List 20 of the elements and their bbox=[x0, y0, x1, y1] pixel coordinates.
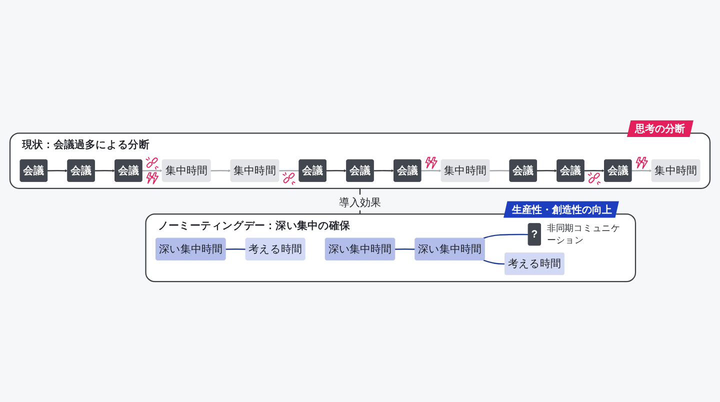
arrow bbox=[326, 169, 347, 172]
arrow bbox=[47, 169, 68, 172]
connector bbox=[394, 248, 416, 250]
panel-badge: 生産性・創造性の向上 bbox=[504, 201, 619, 218]
arrow bbox=[584, 169, 605, 172]
connector bbox=[226, 248, 246, 250]
arrow bbox=[210, 169, 231, 172]
arrow bbox=[94, 169, 116, 172]
panel-badge: 思考の分断 bbox=[626, 120, 694, 137]
arrow bbox=[536, 169, 558, 172]
connector bbox=[279, 170, 300, 172]
connector bbox=[490, 170, 510, 172]
arrow bbox=[374, 169, 394, 172]
connector bbox=[483, 260, 505, 265]
arrow bbox=[142, 169, 162, 172]
side-note: 非同期コミュニケーション bbox=[546, 222, 622, 246]
edge-label: 導入効果 bbox=[338, 196, 382, 208]
connector bbox=[483, 234, 528, 239]
arrow bbox=[632, 169, 652, 172]
arrow bbox=[421, 169, 442, 172]
